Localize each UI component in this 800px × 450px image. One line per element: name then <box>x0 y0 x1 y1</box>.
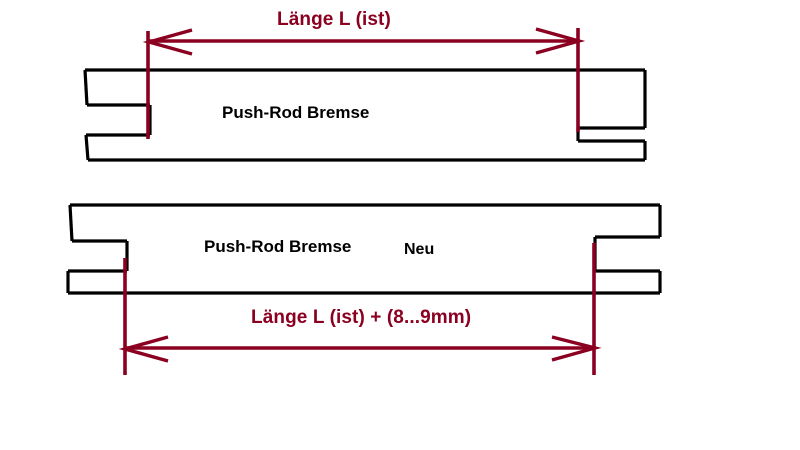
dimension-bottom-arrowhead-left <box>118 335 169 363</box>
bottom-dimension-label: Länge L (ist) + (8...9mm) <box>251 307 472 328</box>
push-rod-existing-label: Push-Rod Bremse <box>222 103 370 122</box>
rod-new-left-upper-cap <box>68 204 74 242</box>
rod-left-lower-cap <box>84 134 90 161</box>
dimension-top <box>142 27 586 139</box>
push-rod-new-annotation: Neu <box>404 241 435 258</box>
dimension-top-arrowhead-right <box>535 27 586 55</box>
top-dimension-label: Länge L (ist) <box>277 9 391 30</box>
dimension-bottom-arrowhead-right <box>551 335 602 362</box>
rod-left-upper-cap <box>83 69 89 106</box>
dimension-top-arrowhead-left <box>142 28 193 56</box>
push-rod-new-label: Push-Rod Bremse <box>204 237 352 256</box>
dimension-bottom <box>118 243 602 375</box>
push-rod-new-shape <box>66 203 662 295</box>
push-rod-existing-shape <box>83 68 647 162</box>
